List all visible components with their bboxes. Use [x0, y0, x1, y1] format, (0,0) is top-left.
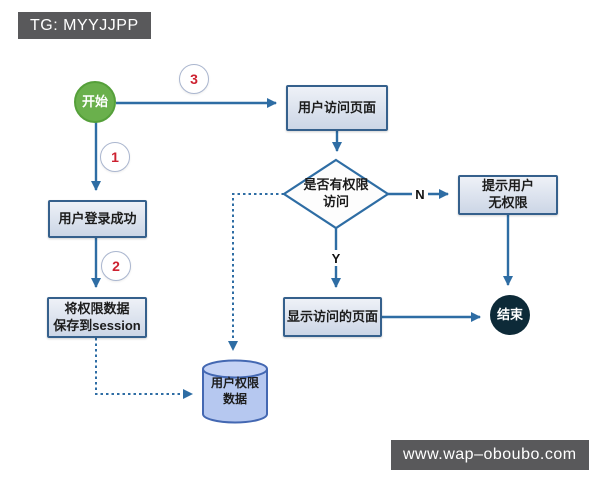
step-badge-1: 1	[100, 142, 130, 172]
login-success-node: 用户登录成功	[48, 200, 147, 238]
decision-diamond-shape	[281, 158, 391, 230]
save-session-line2: 保存到session	[53, 317, 141, 333]
start-node-label: 开始	[81, 93, 108, 109]
save-session-node: 将权限数据 保存到session	[47, 297, 147, 338]
step-badge-3: 3	[179, 64, 209, 94]
step-badge-2: 2	[101, 251, 131, 281]
permission-db-label: 用户权限 数据	[201, 375, 269, 409]
watermark-website-badge: www.wap–oboubo.com	[391, 440, 589, 470]
permission-db-line2: 数据	[222, 392, 247, 406]
decision-label-line2: 访问	[322, 194, 349, 209]
no-permission-line2: 无权限	[488, 195, 528, 210]
save-session-line1: 将权限数据	[64, 300, 130, 316]
show-page-label: 显示访问的页面	[286, 308, 378, 324]
no-permission-node: 提示用户 无权限	[458, 175, 558, 215]
login-success-label: 用户登录成功	[58, 210, 137, 226]
edge-label-yes: Y	[328, 250, 344, 266]
end-node: 结束	[490, 295, 530, 335]
visit-page-node: 用户访问页面	[286, 85, 388, 131]
watermark-telegram-badge: TG: MYYJJPP	[18, 12, 151, 39]
show-page-node: 显示访问的页面	[283, 297, 382, 337]
edge-decision-to-db-dotted	[228, 193, 284, 351]
visit-page-label: 用户访问页面	[297, 99, 376, 115]
decision-node-label: 是否有权限 访问	[284, 164, 388, 224]
no-permission-line1: 提示用户	[481, 178, 534, 194]
database-cylinder-top	[202, 359, 268, 379]
edge-save-session-to-db-dotted	[95, 338, 193, 399]
start-node: 开始	[74, 81, 116, 123]
end-node-label: 结束	[496, 306, 523, 322]
permission-db-line1: 用户权限	[210, 376, 259, 391]
decision-label-line1: 是否有权限	[303, 177, 369, 193]
database-cylinder-body	[202, 369, 268, 424]
edge-label-no: N	[412, 186, 428, 202]
